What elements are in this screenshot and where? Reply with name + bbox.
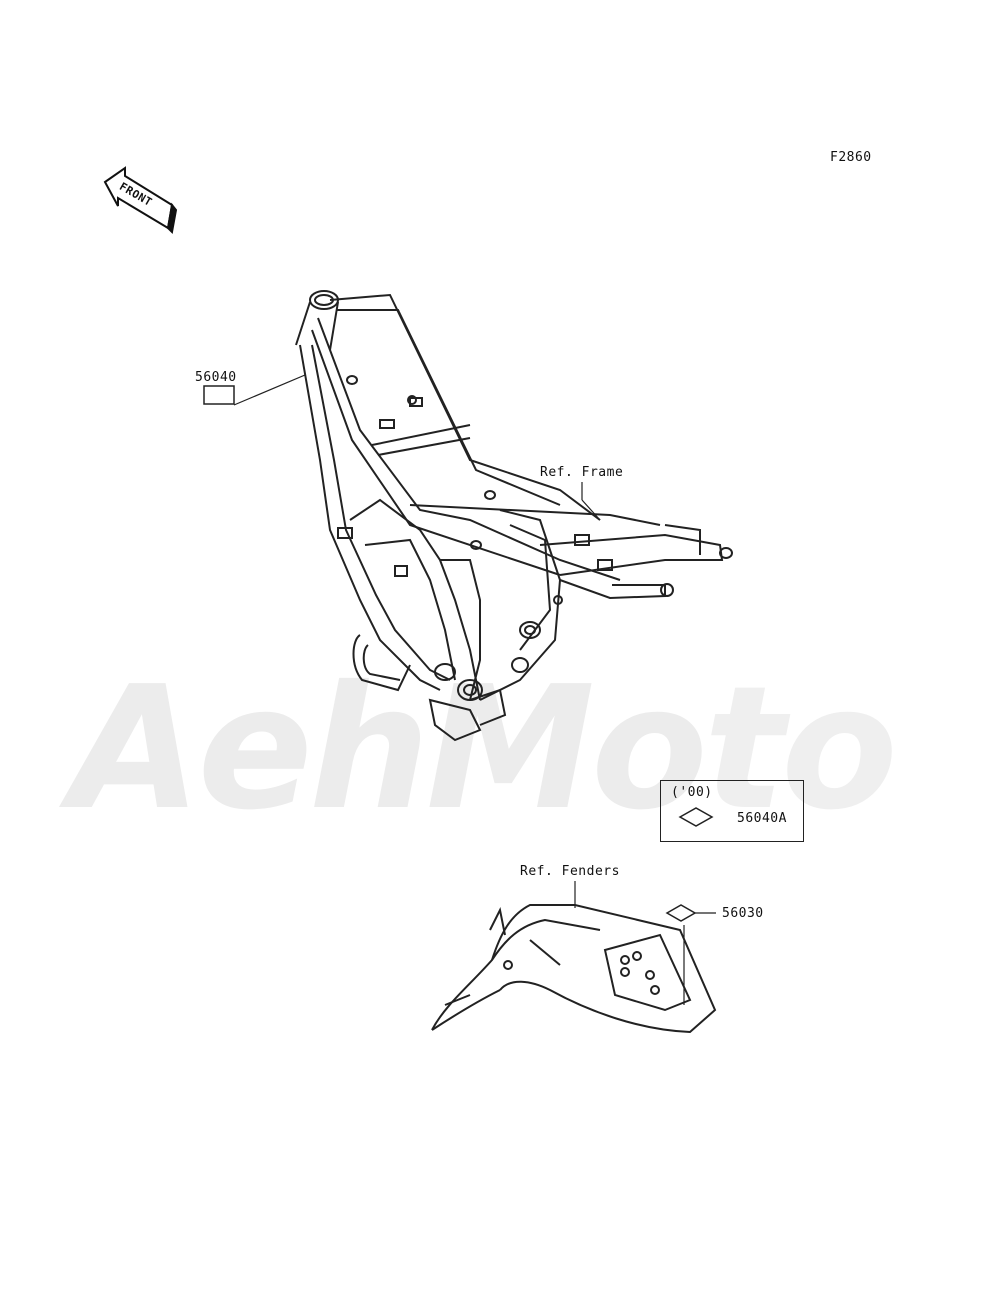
- variant-year: ('00): [671, 785, 713, 800]
- part-label-56030: 56030: [722, 906, 764, 921]
- variant-part-number: 56040A: [737, 811, 787, 826]
- rear-fender-drawing: [431, 904, 717, 1034]
- variant-box: ('00) 56040A: [660, 780, 804, 842]
- label-sticker-56030: [665, 904, 697, 922]
- ref-frame-label: Ref. Frame: [540, 465, 624, 480]
- figure-code: F2860: [830, 150, 872, 165]
- ref-fenders-label: Ref. Fenders: [520, 864, 620, 879]
- label-sticker-56040: [203, 385, 235, 405]
- part-label-56040: 56040: [195, 370, 237, 385]
- frame-drawing: [295, 290, 733, 742]
- leader-lines: [233, 374, 716, 1005]
- front-arrow-icon: [103, 166, 178, 235]
- label-sticker-56040a: [678, 807, 714, 827]
- watermark-logo: AehMoto: [70, 650, 898, 848]
